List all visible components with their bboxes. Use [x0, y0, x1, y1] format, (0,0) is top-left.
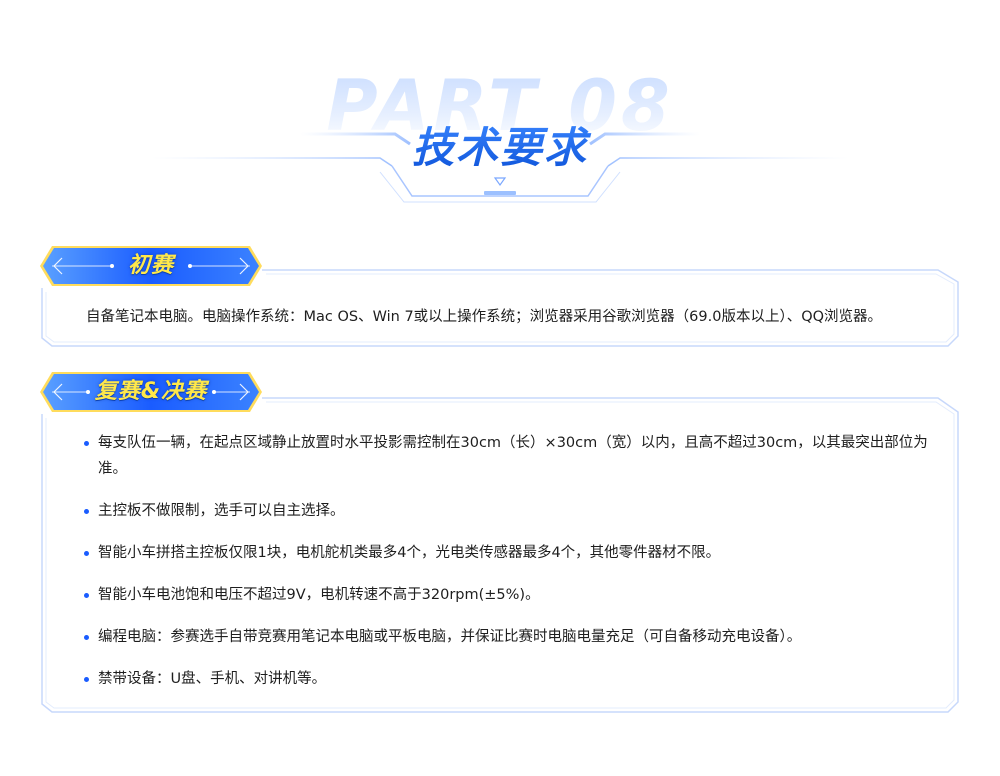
header-decoration	[150, 132, 850, 203]
preliminary-tag-label: 初赛	[127, 253, 174, 278]
bullet-icon	[84, 509, 89, 514]
bullet-icon	[84, 593, 89, 598]
bullet-icon	[84, 635, 89, 640]
list-item: 智能小车电池饱和电压不超过9V，电机转速不高于320rpm(±5%)。	[84, 582, 936, 608]
list-item: 禁带设备：U盘、手机、对讲机等。	[84, 666, 936, 692]
preliminary-card: 初赛 自备笔记本电脑。电脑操作系统：Mac OS、Win 7或以上操作系统；浏览…	[38, 244, 962, 348]
finals-tag: 复赛&决赛	[38, 370, 264, 414]
part-watermark: PART 08	[0, 66, 1000, 146]
bullet-icon	[84, 677, 89, 682]
finals-tag-label: 复赛&决赛	[94, 379, 208, 404]
card-frame	[41, 269, 959, 347]
list-item: 智能小车拼搭主控板仅限1块，电机舵机类最多4个，光电类传感器最多4个，其他零件器…	[84, 540, 936, 566]
bullet-icon	[84, 441, 89, 446]
list-item: 每支队伍一辆，在起点区域静止放置时水平投影需控制在30cm（长）×30cm（宽）…	[84, 430, 936, 482]
finals-card: 复赛&决赛 每支队伍一辆，在起点区域静止放置时水平投影需控制在30cm（长）×3…	[38, 370, 962, 716]
preliminary-tag: 初赛	[38, 244, 264, 288]
section-header: PART 08 技术要求	[0, 0, 1000, 210]
card-frame	[41, 397, 959, 713]
list-item: 主控板不做限制，选手可以自主选择。	[84, 498, 936, 524]
page-title: 技术要求	[0, 118, 1000, 178]
list-item: 编程电脑：参赛选手自带竞赛用笔记本电脑或平板电脑，并保证比赛时电脑电量充足（可自…	[84, 624, 936, 650]
preliminary-text: 自备笔记本电脑。电脑操作系统：Mac OS、Win 7或以上操作系统；浏览器采用…	[86, 309, 883, 325]
bullet-icon	[84, 551, 89, 556]
requirements-list: 每支队伍一辆，在起点区域静止放置时水平投影需控制在30cm（长）×30cm（宽）…	[84, 430, 936, 708]
